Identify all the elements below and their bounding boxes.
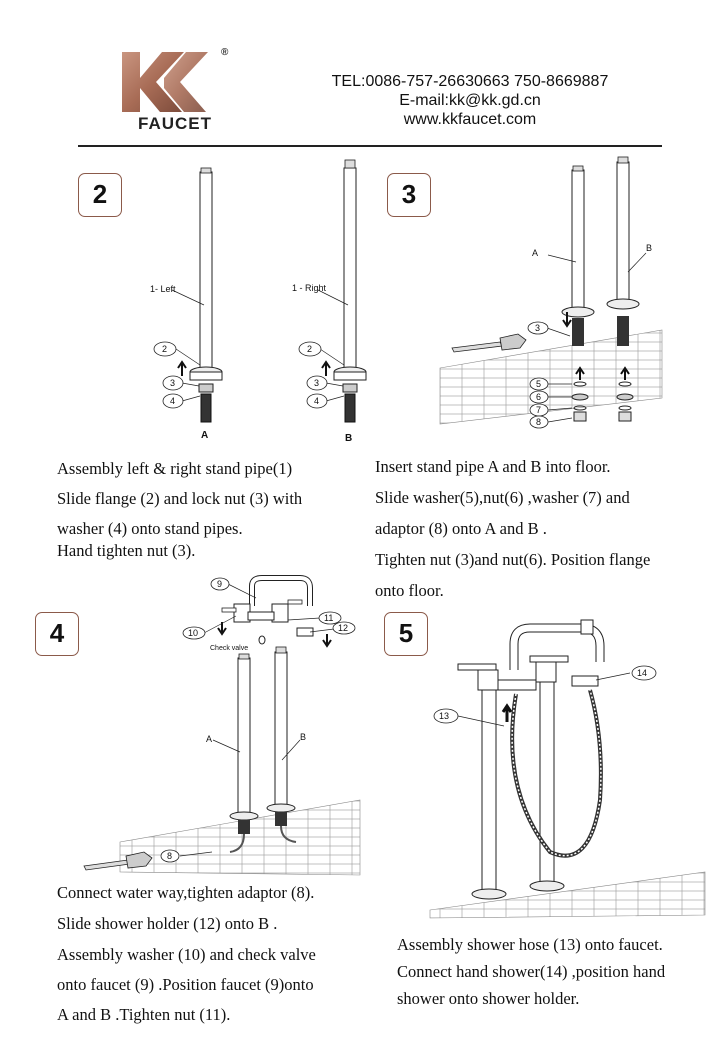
label-left-pipe: 1- Left [150,284,176,294]
label-nut-a: 3 [170,378,175,388]
contact-block: TEL:0086-757-26630663 750-8669887 E-mail… [300,72,640,129]
instruction-line: Slide washer(5),nut(6) ,washer (7) and [375,488,630,507]
step-3-illustration: A B 3 5 6 7 8 [439,156,663,429]
step4-label-b: B [300,732,306,742]
contact-email[interactable]: E-mail:kk@kk.gd.cn [399,92,541,109]
instruction-line: A and B .Tighten nut (11). [57,1005,231,1024]
instruction-line: Hand tighten nut (3). [57,541,196,560]
step-2-badge: 2 [78,173,122,217]
instruction-line: shower onto shower holder. [397,989,580,1008]
label-pipe-a: A [201,430,208,441]
contact-website[interactable]: www.kkfaucet.com [403,111,537,128]
instruction-line: Assembly washer (10) and check valve [57,945,316,964]
step4-label-check-valve: Check valve [210,645,248,652]
instruction-line: Slide flange (2) and lock nut (3) with [57,489,303,508]
brand-name: FAUCET [138,114,212,133]
step4-label-adaptor: 8 [167,851,172,861]
step-5-instructions: Assembly shower hose (13) onto faucet. C… [397,931,665,1012]
stand-pipe-right [333,159,367,423]
instruction-line: Assembly left & right stand pipe(1) [57,459,293,478]
step4-label-nut: 11 [324,613,333,623]
label-nut-b: 3 [314,378,319,388]
step4-label-faucet: 9 [217,579,222,589]
step4-label-washer: 10 [188,628,198,638]
instruction-line: Insert stand pipe A and B into floor. [375,457,611,476]
label-flange-a: 2 [162,344,167,354]
stand-pipe-left [189,167,223,423]
label-flange-b: 2 [307,344,312,354]
step3-label-b: B [646,243,652,253]
instruction-line: Assembly shower hose (13) onto faucet. [397,935,663,954]
step-2-instructions: Assembly left & right stand pipe(1) Slid… [57,459,302,561]
label-right-pipe: 1 - Right [292,283,327,293]
step4-label-a: A [206,734,212,744]
label-washer-b: 4 [314,396,319,406]
step-5-badge: 5 [384,612,428,656]
instruction-line: Connect hand shower(14) ,position hand [397,962,666,981]
step-4-illustration: 9 10 11 12 8 Check valve A B [83,575,361,876]
step-2-illustration: 1- Left 1 - Right 2 3 4 2 3 4 A B [150,159,367,444]
label-washer-a: 4 [170,396,175,406]
label-pipe-b: B [345,433,352,444]
step-5-illustration: 13 14 [429,619,706,919]
instruction-line: onto floor. [375,581,444,600]
step4-label-holder: 12 [338,623,348,633]
step-4-instructions: Connect water way,tighten adaptor (8). S… [57,878,316,1030]
instruction-line: Connect water way,tighten adaptor (8). [57,883,315,902]
step3-label-adaptor-8: 8 [536,417,541,427]
step-4-badge: 4 [35,612,79,656]
step3-label-nut-6: 6 [536,392,541,402]
header-divider [78,145,662,147]
step-3-badge: 3 [387,173,431,217]
kk-logo-mark [122,52,208,112]
step3-label-a: A [532,248,538,258]
step3-label-nut: 3 [535,323,540,333]
registered-mark: ® [221,47,229,58]
instruction-line: washer (4) onto stand pipes. [57,519,243,538]
contact-tel: TEL:0086-757-26630663 750-8669887 [331,73,609,90]
instruction-line: adaptor (8) onto A and B . [375,519,547,538]
instruction-line: Tighten nut (3)and nut(6). Position flan… [375,550,651,569]
instruction-line: onto faucet (9) .Position faucet (9)onto [57,975,314,994]
step3-label-washer-5: 5 [536,379,541,389]
step5-label-hand-shower: 14 [637,668,647,678]
step-3-instructions: Insert stand pipe A and B into floor. Sl… [375,451,650,606]
instruction-line: Slide shower holder (12) onto B . [57,914,278,933]
step3-label-washer-7: 7 [536,405,541,415]
step5-label-hose: 13 [439,711,449,721]
